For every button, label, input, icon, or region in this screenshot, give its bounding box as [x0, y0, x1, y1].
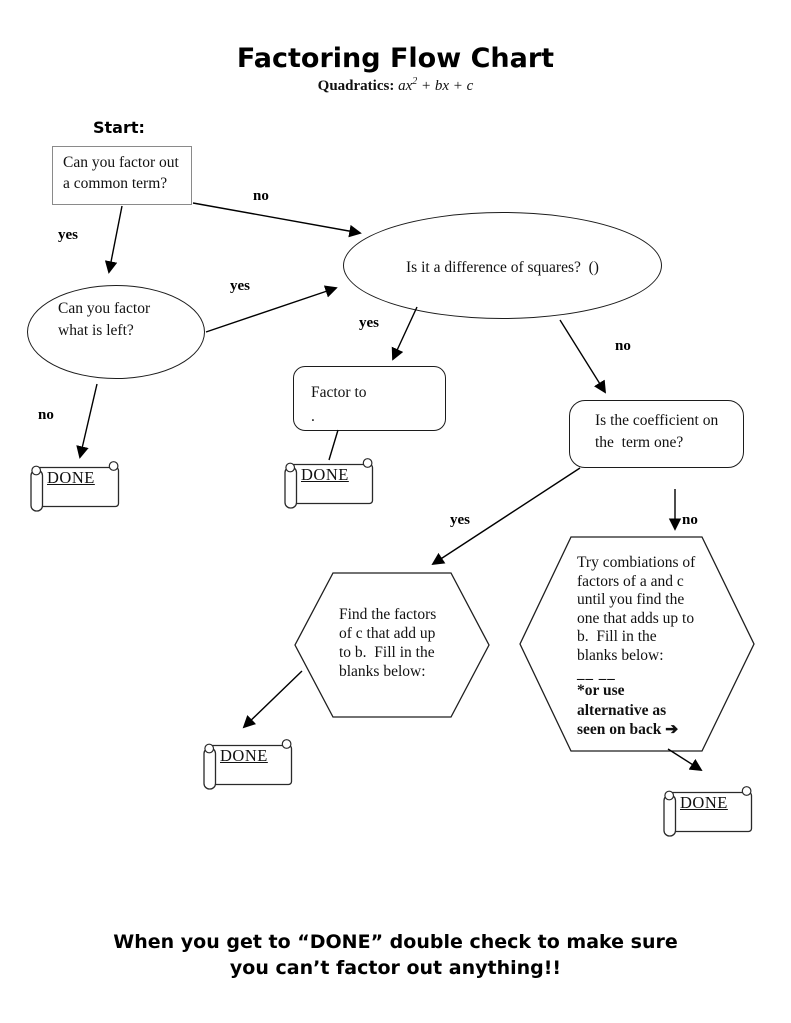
- quadratics-label: Quadratics:: [317, 78, 395, 94]
- formula-exponent: 2: [412, 76, 418, 87]
- arrow-no-leftover-to-done: [76, 383, 98, 459]
- edge-label-yes-coefficient: yes: [450, 512, 470, 528]
- done-scroll-left: DONE: [28, 459, 122, 512]
- node-common-term-line1: Can you factor out: [63, 154, 179, 171]
- arrow-yes-leftover-to-squares: [205, 285, 338, 333]
- footer-line1: When you get to “DONE” double check to m…: [113, 931, 678, 953]
- edge-label-no-common: no: [253, 188, 269, 204]
- node-factor-left-line2: what is left?: [58, 322, 134, 339]
- formula-ax: ax: [398, 78, 413, 94]
- try-combinations-line3: until you find the: [577, 591, 685, 608]
- done-scroll-bottom-right: DONE: [661, 784, 755, 837]
- edge-label-no-squares: no: [615, 338, 631, 354]
- node-coefficient-line2: the term one?: [595, 434, 684, 451]
- try-combinations-line5: b. Fill in the: [577, 628, 657, 645]
- start-label: Start:: [93, 118, 145, 137]
- find-factors-line4: blanks below:: [339, 663, 426, 680]
- find-factors-line2: of c that add up: [339, 625, 436, 642]
- edge-label-yes-squares: yes: [359, 315, 379, 331]
- node-factor-left-line1: Can you factor: [58, 300, 151, 317]
- arrow-yes-common-to-leftover: [104, 205, 123, 274]
- node-factor-to-line2: .: [311, 408, 315, 425]
- try-combinations-line6: blanks below:: [577, 646, 664, 664]
- edge-label-no-leftover: no: [38, 407, 54, 423]
- footer-note: When you get to “DONE” double check to m…: [0, 929, 791, 981]
- or-use-alternative-line3: seen on back ➔: [577, 721, 679, 738]
- node-common-term-line2: a common term?: [63, 175, 168, 192]
- formula-rest: + bx + c: [417, 78, 474, 94]
- try-combinations-line4: one that adds up to: [577, 609, 695, 627]
- node-difference-of-squares-text: Is it a difference of squares? (): [406, 259, 599, 276]
- node-factor-to: Factor to .: [293, 366, 446, 431]
- find-factors-line3: to b. Fill in the: [339, 644, 435, 661]
- try-combinations-line1: Try combiations of: [577, 554, 696, 571]
- arrow-yes-squares-to-factor: [391, 306, 418, 361]
- arrow-no-common-to-squares: [192, 202, 362, 238]
- node-difference-of-squares: Is it a difference of squares? (): [343, 212, 662, 319]
- edge-label-yes-common: yes: [58, 227, 78, 243]
- done-scroll-middle: DONE: [282, 456, 376, 509]
- arrow-no-squares-to-coefficient: [559, 319, 607, 394]
- edge-label-yes-leftover: yes: [230, 278, 250, 294]
- done-label: DONE: [220, 746, 268, 765]
- node-try-combinations: Try combiations of factors of a and c un…: [518, 535, 756, 753]
- done-scroll-bottom-left: DONE: [201, 737, 295, 790]
- node-common-term: Can you factor out a common term?: [52, 146, 192, 205]
- done-label: DONE: [301, 465, 349, 484]
- find-factors-line1: Find the factors: [339, 606, 437, 623]
- node-factor-to-line1: Factor to: [311, 384, 367, 401]
- node-coefficient-line1: Is the coefficient on: [595, 412, 719, 429]
- node-factor-what-is-left: Can you factor what is left?: [27, 285, 205, 379]
- node-find-factors: Find the factors of c that add up to b. …: [293, 571, 491, 719]
- try-combinations-line2: factors of a and c: [577, 572, 684, 590]
- edge-label-no-coefficient: no: [682, 512, 698, 528]
- subtitle: Quadratics: ax2 + bx + c: [0, 76, 791, 95]
- node-coefficient-one: Is the coefficient on the term one?: [569, 400, 744, 468]
- or-use-alternative-line1: *or use: [577, 682, 625, 699]
- footer-line2: you can’t factor out anything!!: [229, 957, 562, 979]
- or-use-alternative-line2: alternative as: [577, 701, 667, 719]
- done-label: DONE: [680, 793, 728, 812]
- done-label: DONE: [47, 468, 95, 487]
- fill-in-blanks: __ __: [577, 666, 616, 682]
- hexagon-shape: [294, 572, 490, 718]
- quadratic-formula: ax2 + bx + c: [398, 76, 474, 94]
- page-title: Factoring Flow Chart: [236, 43, 555, 74]
- hexagon-shape: [519, 536, 755, 752]
